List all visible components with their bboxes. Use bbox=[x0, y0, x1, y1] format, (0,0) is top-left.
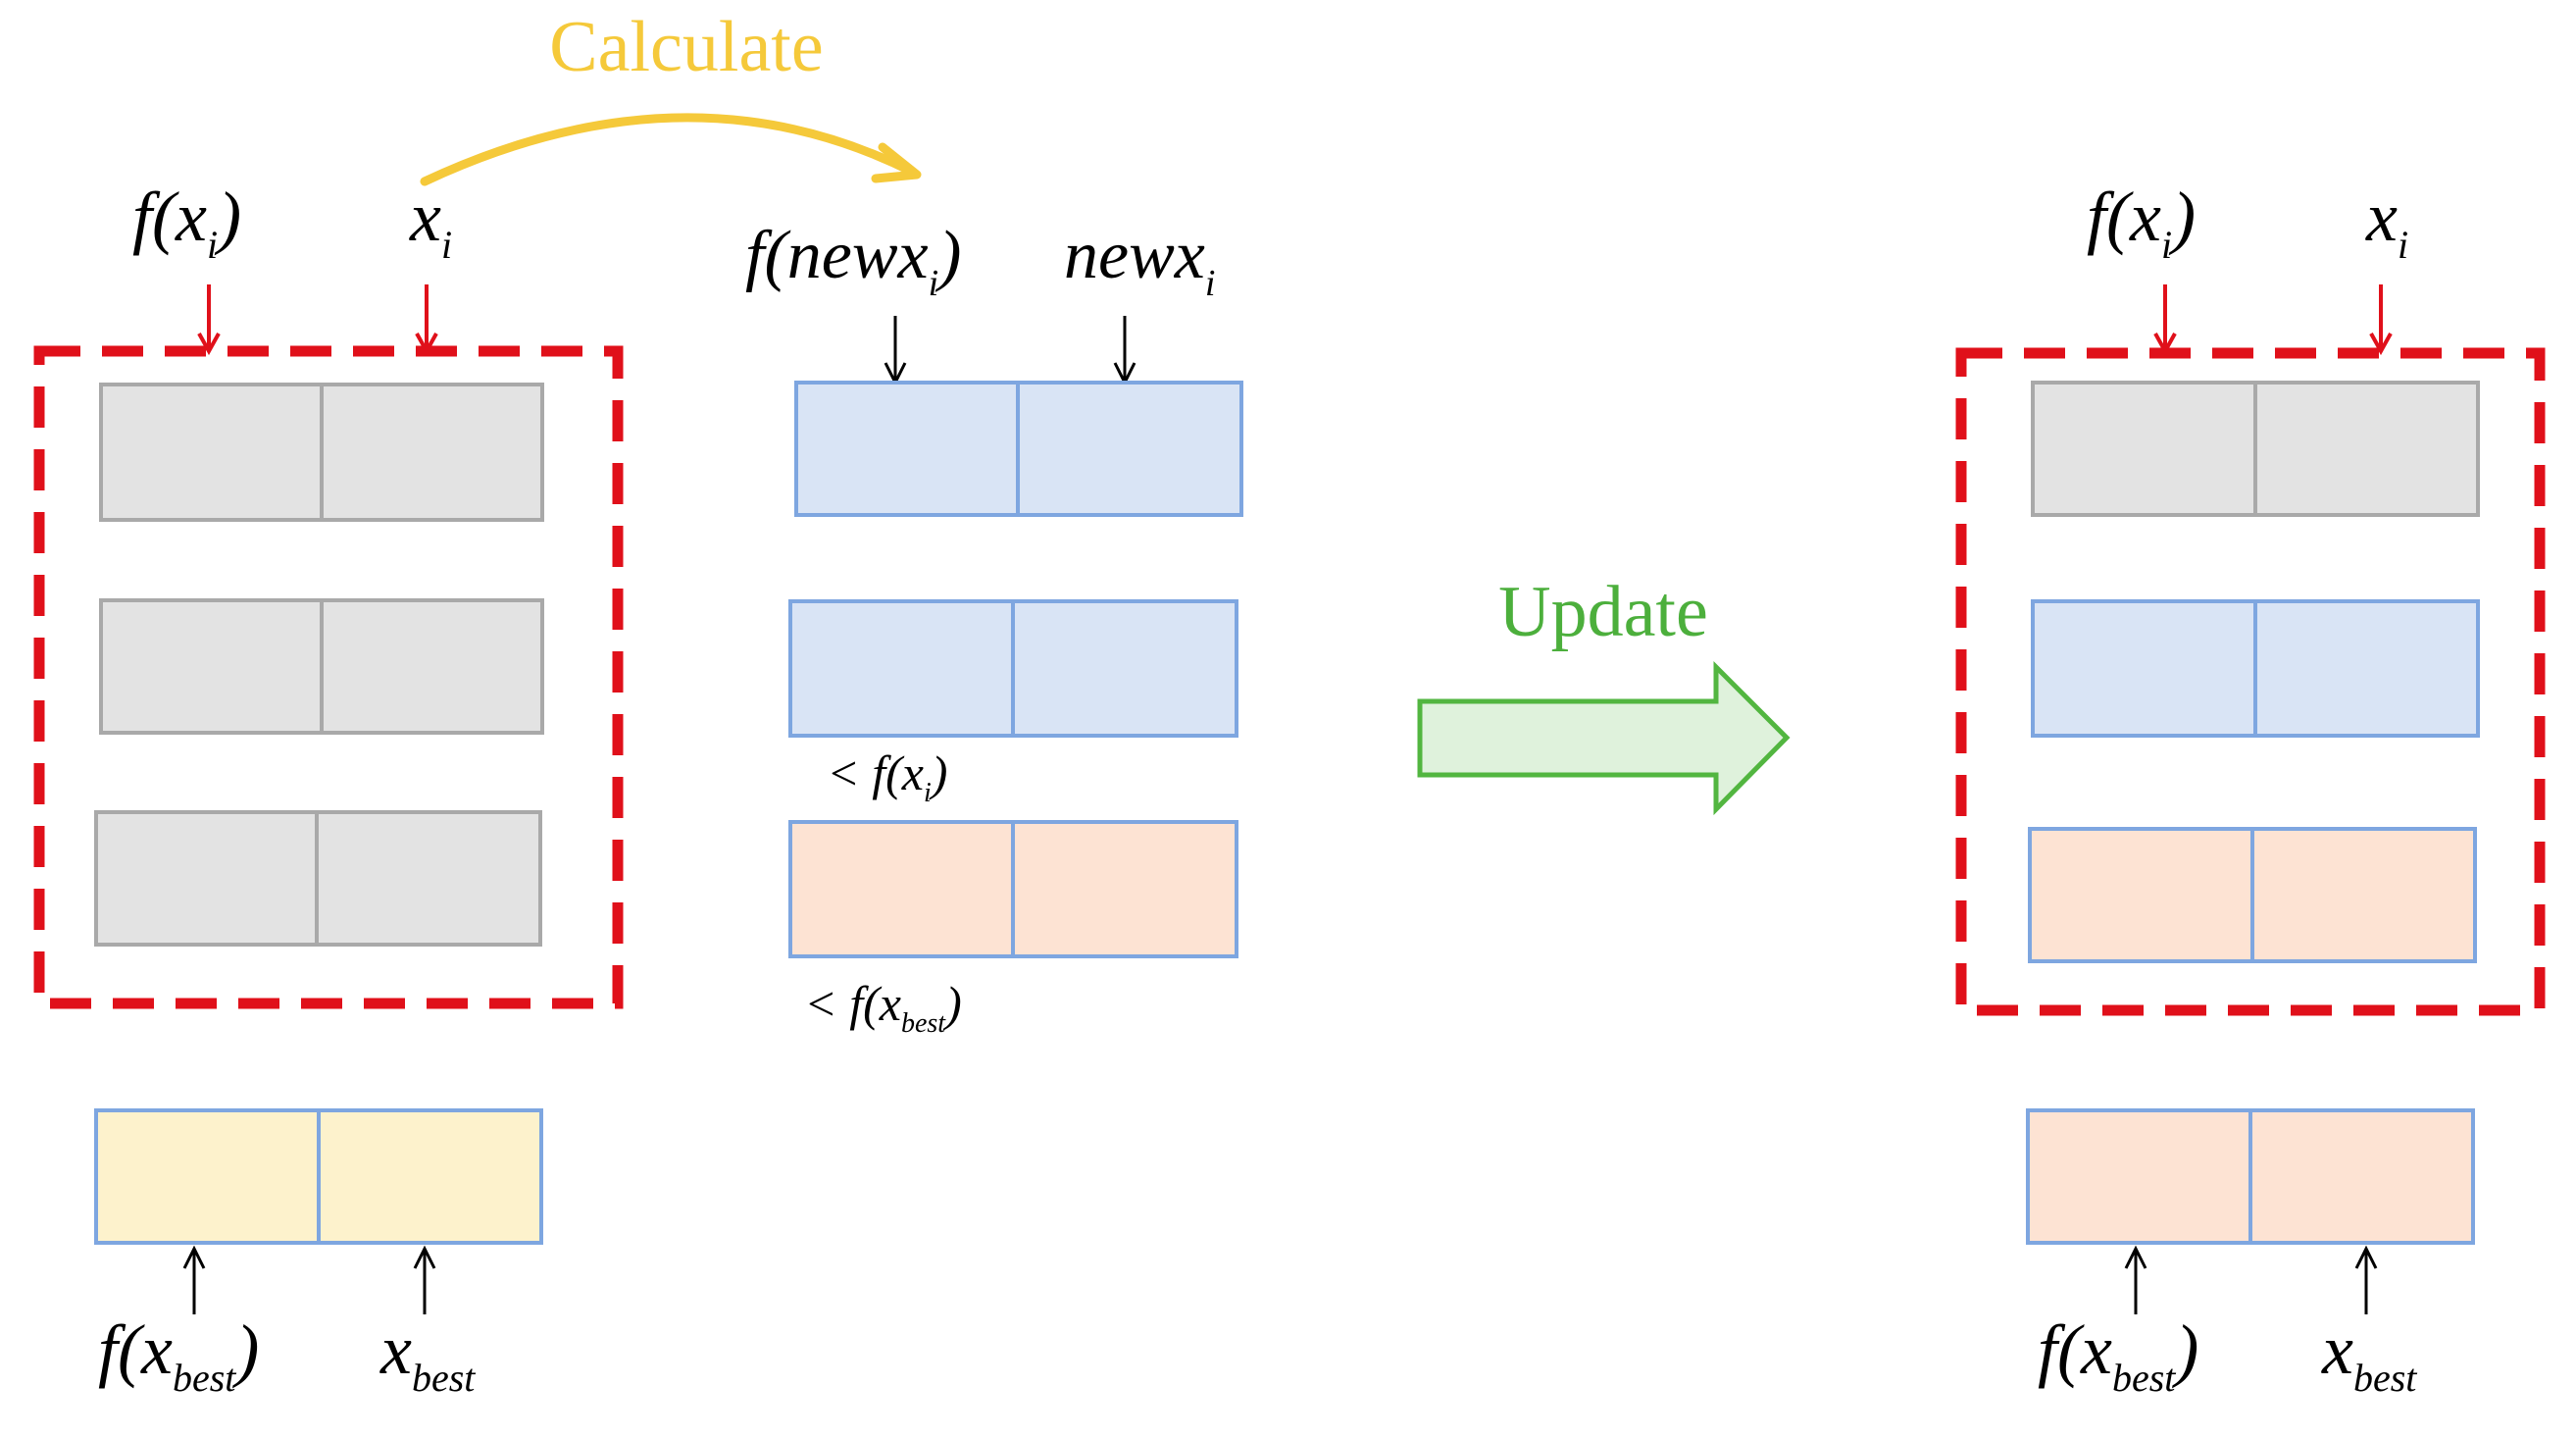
update-label: Update bbox=[1498, 572, 1708, 652]
xbest-right-label: xbest bbox=[2321, 1310, 2417, 1400]
left-population-dashed-border bbox=[33, 345, 624, 1009]
new-row-1 bbox=[794, 381, 1243, 517]
left-row-2 bbox=[99, 598, 544, 735]
less-than-fxbest-label: < f(xbest) bbox=[804, 976, 962, 1039]
left-population: f(xi) xi f(xbest) xbest bbox=[33, 178, 624, 1400]
fx-left-label: f(xi) bbox=[132, 178, 241, 267]
fxbest-right-label: f(xbest) bbox=[2038, 1310, 2198, 1400]
right-row-3 bbox=[2028, 827, 2477, 963]
fnewx-label: f(newxi) bbox=[745, 218, 961, 304]
right-population: f(xi) xi f(xbest) xbest bbox=[1955, 178, 2546, 1400]
left-row-1 bbox=[99, 383, 544, 522]
right-row-1 bbox=[2031, 381, 2480, 517]
x-left-label: xi bbox=[409, 178, 452, 267]
left-best-row bbox=[94, 1108, 543, 1245]
right-best-row bbox=[2026, 1108, 2475, 1245]
calculate-arrow bbox=[420, 113, 922, 186]
new-row-2 bbox=[788, 599, 1238, 738]
left-row-3 bbox=[94, 810, 542, 947]
right-row-2 bbox=[2031, 599, 2480, 738]
right-population-dashed-border bbox=[1955, 347, 2546, 1016]
update-arrow bbox=[1417, 660, 1791, 816]
calculate-label: Calculate bbox=[549, 7, 823, 87]
newx-label: newxi bbox=[1064, 218, 1215, 304]
x-right-label: xi bbox=[2365, 178, 2408, 267]
less-than-fxi-label: < f(xi) bbox=[827, 745, 947, 808]
new-candidates: f(newxi) newxi < f(xi) < f(xbest) bbox=[745, 218, 1243, 1039]
fx-right-label: f(xi) bbox=[2087, 178, 2196, 267]
xbest-left-label: xbest bbox=[379, 1310, 476, 1400]
new-row-3 bbox=[788, 820, 1238, 958]
fxbest-left-label: f(xbest) bbox=[98, 1310, 259, 1400]
